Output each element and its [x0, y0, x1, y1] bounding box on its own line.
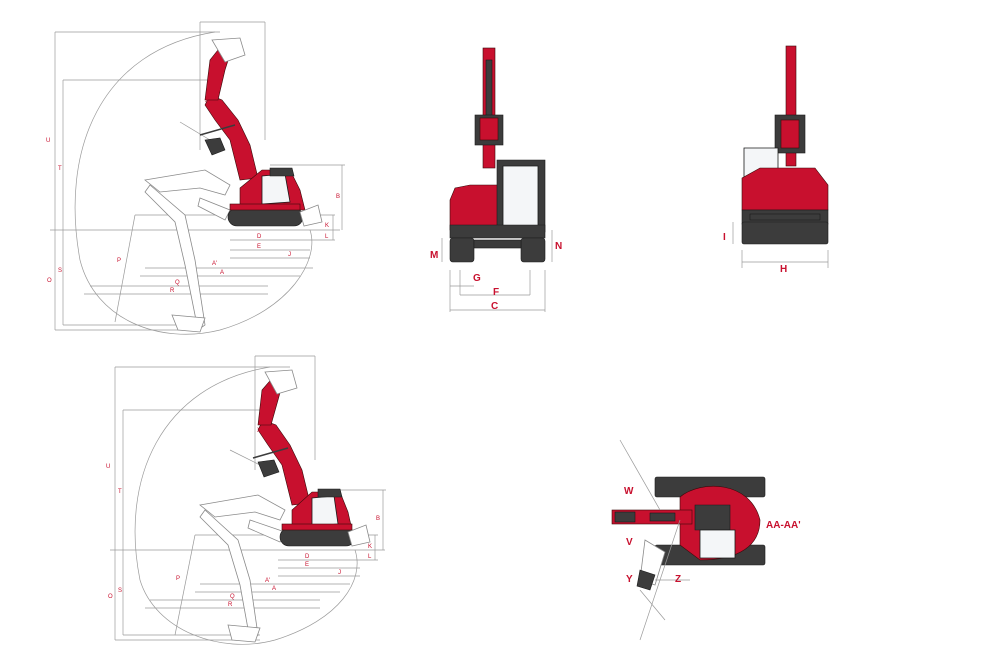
side-view-b — [110, 355, 386, 645]
label-x-a: X — [205, 98, 209, 104]
front-view — [441, 47, 553, 312]
label-s-a: S — [58, 268, 62, 274]
label-s-b: S — [118, 588, 122, 594]
label-u-a: U — [46, 138, 50, 144]
label-f: F — [493, 287, 499, 298]
label-t-b: T — [118, 489, 122, 495]
label-l-a: L — [325, 234, 329, 240]
label-d-b: D — [305, 554, 310, 560]
label-o-a: O — [47, 278, 52, 284]
label-r-b: R — [228, 602, 233, 608]
label-k-b: K — [368, 544, 372, 550]
side-view-a — [50, 21, 345, 335]
label-section: AA-AA' — [766, 520, 801, 531]
label-j-b: J — [338, 570, 341, 576]
label-w: W — [624, 486, 634, 497]
label-x-b: X — [257, 428, 261, 434]
label-a1-a: A' — [212, 261, 217, 267]
label-a1-b: A' — [265, 578, 270, 584]
label-p-a: P — [117, 258, 121, 264]
label-q-b: Q — [230, 594, 235, 600]
label-l-b: L — [368, 554, 372, 560]
top-view — [611, 439, 766, 641]
label-b-b: B — [376, 516, 380, 522]
label-g: G — [473, 273, 481, 284]
label-a-b: A — [272, 586, 276, 592]
label-k-a: K — [325, 223, 329, 229]
label-p-b: P — [176, 576, 180, 582]
label-n: N — [555, 241, 562, 252]
label-c: C — [491, 301, 498, 312]
label-o-b: O — [108, 594, 113, 600]
label-h: H — [780, 264, 787, 275]
label-y: Y — [626, 574, 633, 585]
label-a-a: A — [220, 270, 224, 276]
label-b-a: B — [336, 194, 340, 200]
label-i: I — [723, 232, 726, 243]
label-z: Z — [675, 574, 681, 585]
label-e-b: E — [305, 562, 309, 568]
label-u-b: U — [106, 464, 110, 470]
rear-view — [732, 45, 829, 268]
label-j-a: J — [288, 252, 291, 258]
label-e-a: E — [257, 244, 261, 250]
label-q-a: Q — [175, 280, 180, 286]
label-t-a: T — [58, 166, 62, 172]
label-d-a: D — [257, 234, 262, 240]
label-r-a: R — [170, 288, 175, 294]
label-v: V — [626, 537, 633, 548]
label-m: M — [430, 250, 438, 261]
